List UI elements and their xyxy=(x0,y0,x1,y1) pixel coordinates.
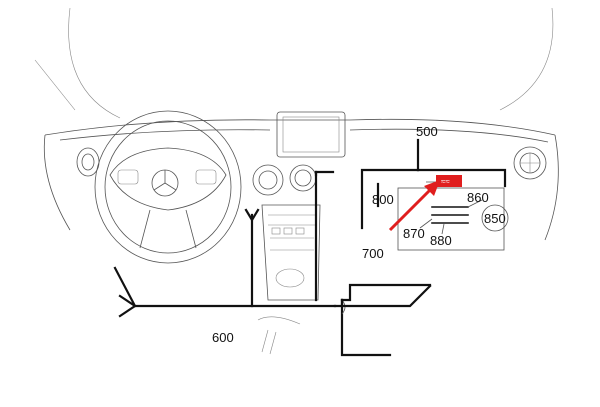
console-button-3 xyxy=(295,227,305,235)
display-area-box xyxy=(397,187,505,251)
label-880: 880 xyxy=(430,233,452,248)
right-air-vent-vanes xyxy=(520,153,540,173)
gear-lever xyxy=(261,329,277,355)
label-800: 800 xyxy=(372,192,394,207)
harness-arrow xyxy=(118,294,137,318)
brand-emblem-star xyxy=(153,170,177,191)
harness-right-branch xyxy=(340,284,432,308)
windshield-right-curve xyxy=(499,7,554,111)
steering-wheel-inner xyxy=(104,120,232,254)
windshield-left-curve xyxy=(68,7,121,119)
bracket-top xyxy=(314,170,335,177)
dashboard-left-edge xyxy=(43,134,71,231)
round-indicator-circle xyxy=(481,204,509,232)
label-860: 860 xyxy=(467,190,489,205)
wheel-buttons-right xyxy=(195,169,217,185)
right-air-vent xyxy=(513,146,547,180)
console-button-rows xyxy=(268,214,315,251)
left-air-vent-inner xyxy=(81,153,95,171)
leader-860 xyxy=(467,199,483,208)
center-vent-left xyxy=(252,164,284,196)
red-arrow-shaft xyxy=(388,186,434,232)
label-500: 500 xyxy=(416,124,438,139)
highlight-marker xyxy=(436,175,462,187)
center-display-screen xyxy=(276,111,346,158)
center-console xyxy=(261,204,321,301)
console-button-1 xyxy=(271,227,281,235)
connector-lower xyxy=(340,298,392,357)
label-870: 870 xyxy=(403,226,425,241)
leader-880 xyxy=(441,223,445,235)
indicator-lines xyxy=(431,206,469,224)
left-air-vent xyxy=(76,147,100,177)
label-700: 700 xyxy=(362,246,384,261)
system-bracket-left xyxy=(360,168,420,230)
red-arrow-head xyxy=(424,180,440,196)
wheel-buttons-left xyxy=(117,169,139,185)
console-button-2 xyxy=(283,227,293,235)
center-vent-right xyxy=(289,164,317,192)
highlight-marker-text: ≈≈ xyxy=(441,177,450,186)
steering-lower-spoke xyxy=(139,209,197,249)
leader-870 xyxy=(419,218,433,229)
console-knob xyxy=(275,268,305,288)
harness-vertical-fork xyxy=(244,208,260,223)
dashboard-inner-edge xyxy=(59,128,549,143)
steering-wheel-outer xyxy=(94,110,242,264)
dashboard-right-edge xyxy=(544,134,559,241)
system-bracket-right xyxy=(416,168,507,188)
label-850: 850 xyxy=(484,211,506,226)
steering-hub xyxy=(109,147,227,211)
harness-branch xyxy=(113,266,137,308)
a-pillar-left xyxy=(34,59,76,111)
center-vent-right-inner xyxy=(294,169,312,187)
center-vent-left-inner xyxy=(258,170,278,190)
dashboard-top-edge xyxy=(44,118,556,136)
gear-area xyxy=(257,316,301,325)
center-display-bezel xyxy=(282,116,340,153)
label-600: 600 xyxy=(212,330,234,345)
connector-700-line xyxy=(340,283,432,302)
